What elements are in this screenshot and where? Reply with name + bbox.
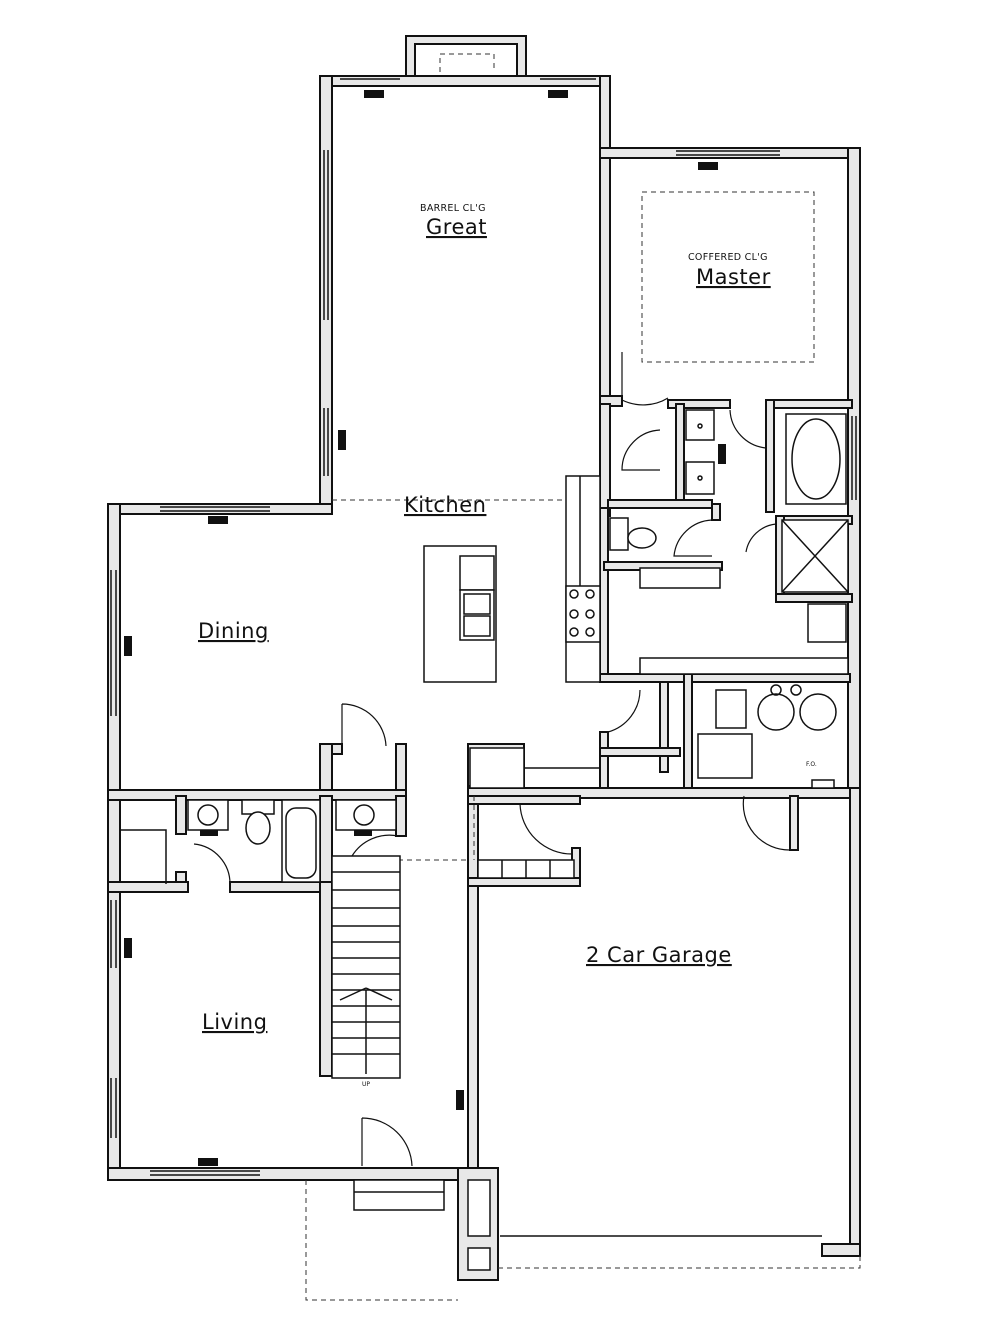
labels: BARREL CL'G Great COFFERED CL'G Master K… <box>198 203 817 1088</box>
master-ceiling-note: COFFERED CL'G <box>688 252 768 263</box>
dining-room-label: Dining <box>198 619 269 643</box>
dashed-guides <box>305 53 861 1301</box>
garage-label: 2 Car Garage <box>586 943 732 967</box>
windows <box>110 78 857 1176</box>
kitchen-room-label: Kitchen <box>404 493 486 517</box>
doors <box>193 352 791 1211</box>
master-room-label: Master <box>696 265 771 289</box>
interior-walls <box>107 395 853 1077</box>
floor-outlet-label: F.O. <box>806 761 817 768</box>
kitchen-fixtures <box>423 475 849 879</box>
living-room-label: Living <box>202 1010 267 1034</box>
electrical-markers <box>124 90 726 1166</box>
great-room-label: Great <box>426 215 487 239</box>
exterior-walls <box>107 35 861 1281</box>
stair-up-label: UP <box>362 1081 370 1088</box>
great-ceiling-note: BARREL CL'G <box>420 203 486 214</box>
stairs <box>331 855 401 1079</box>
